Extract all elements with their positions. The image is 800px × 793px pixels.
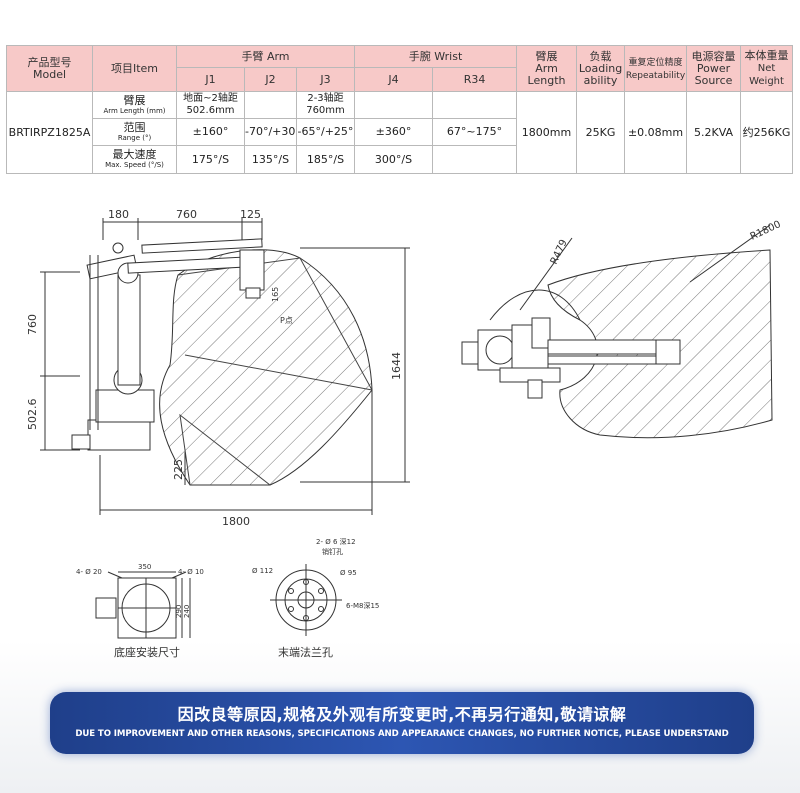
base-caption: 底座安装尺寸 <box>114 645 180 659</box>
range-r34: 67°~175° <box>431 118 518 146</box>
base-dim-290: 290 <box>175 605 183 618</box>
length-r34 <box>431 91 518 119</box>
top-robot-body <box>461 317 681 399</box>
dim-r479: R479 <box>549 238 570 266</box>
header-j4: J4 <box>354 67 433 92</box>
notice-zh: 因改良等原因,规格及外观有所变更时,不再另行通知,敬请谅解 <box>177 705 627 724</box>
header-arm: 手臂 Arm <box>176 45 355 68</box>
header-j1: J1 <box>176 67 245 92</box>
dim-1800: 1800 <box>222 515 250 528</box>
speed-j4: 300°/S <box>354 145 433 174</box>
range-j3: -65°/+25° <box>296 118 355 146</box>
flange-dia-112: Ø 112 <box>252 567 273 575</box>
power-value: 5.2KVA <box>686 91 742 174</box>
dim-502-6: 502.6 <box>26 399 39 431</box>
flange-view <box>270 564 342 636</box>
speed-j1: 175°/S <box>176 145 245 174</box>
base-hole-10: 4- Ø 10 <box>178 568 204 576</box>
dim-1644: 1644 <box>390 352 403 380</box>
top-view <box>461 224 773 439</box>
range-j2: -70°/+30° <box>244 118 297 146</box>
flange-m8: 6-M8深15 <box>346 601 379 610</box>
notice-en: DUE TO IMPROVEMENT AND OTHER REASONS, SP… <box>75 729 729 739</box>
dim-r1800: R1800 <box>749 219 783 243</box>
base-hole-20: 4- Ø 20 <box>76 568 102 576</box>
repeatability-value: ±0.08mm <box>624 91 688 174</box>
base-mount-view <box>95 571 191 639</box>
side-workspace-envelope <box>159 249 373 486</box>
label-p-point: P点 <box>280 316 293 325</box>
speed-j2: 135°/S <box>244 145 297 174</box>
header-j2: J2 <box>244 67 297 92</box>
length-j2 <box>244 91 297 119</box>
technical-drawing: 180 760 125 760 502.6 225 1800 1644 165 … <box>26 208 783 659</box>
range-j4: ±360° <box>354 118 433 146</box>
armspan-value: 1800mm <box>516 91 578 174</box>
notice-banner: 因改良等原因,规格及外观有所变更时,不再另行通知,敬请谅解 DUE TO IMP… <box>50 692 754 754</box>
dim-225: 225 <box>172 459 185 480</box>
base-dim-350: 350 <box>138 563 151 571</box>
header-wrist: 手腕 Wrist <box>353 45 518 68</box>
length-j4 <box>354 91 433 119</box>
flange-caption: 末端法兰孔 <box>278 645 333 659</box>
dim-760-top: 760 <box>176 208 197 221</box>
dim-165: 165 <box>271 287 280 302</box>
speed-j3: 185°/S <box>296 145 355 174</box>
header-r34: R34 <box>431 67 518 92</box>
model-value: BRTIRPZ1825A <box>6 91 93 174</box>
header-j3: J3 <box>296 67 355 92</box>
header-item: 项目Item <box>92 45 177 92</box>
flange-dia-95: Ø 95 <box>340 569 357 577</box>
flange-pin-holes: 2- Ø 6 深12 <box>316 537 356 546</box>
dim-180: 180 <box>108 208 129 221</box>
flange-pin-label: 销钉孔 <box>322 547 343 556</box>
dim-760-side: 760 <box>26 314 39 335</box>
speed-r34 <box>431 145 518 174</box>
side-view <box>40 218 410 515</box>
dim-125: 125 <box>240 208 261 221</box>
base-dim-240: 240 <box>183 605 191 618</box>
weight-value: 约256KG <box>740 91 794 174</box>
range-j1: ±160° <box>176 118 245 146</box>
load-value: 25KG <box>576 91 626 174</box>
side-robot-body <box>71 238 265 451</box>
